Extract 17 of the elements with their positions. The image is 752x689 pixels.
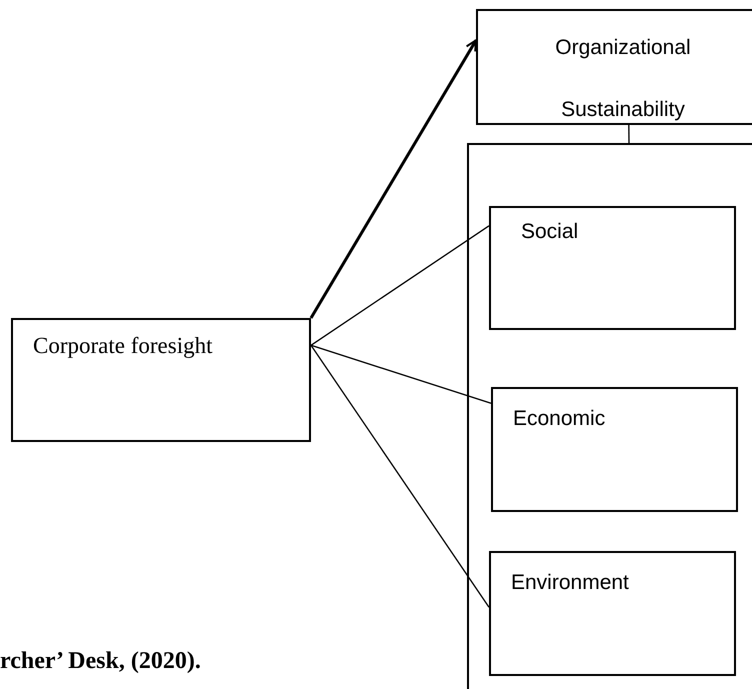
group-box bbox=[467, 143, 752, 689]
node-text: Corporate foresight bbox=[33, 332, 214, 360]
process-box bbox=[489, 206, 736, 330]
connector-line bbox=[310, 344, 490, 608]
node-text: Environment bbox=[511, 570, 630, 596]
process-box bbox=[489, 551, 736, 676]
source-note: rcher’ Desk, (2020). bbox=[0, 648, 201, 675]
process-box bbox=[476, 9, 752, 125]
connector-line bbox=[310, 344, 492, 404]
node-text: Social bbox=[521, 219, 580, 245]
process-box bbox=[11, 318, 311, 442]
process-box bbox=[491, 387, 738, 512]
node-text: Organizational Sustainability bbox=[554, 35, 692, 123]
connector-line bbox=[310, 225, 490, 346]
arrow bbox=[310, 39, 478, 319]
connector-line bbox=[628, 125, 630, 143]
node-text: Economic bbox=[513, 406, 606, 432]
